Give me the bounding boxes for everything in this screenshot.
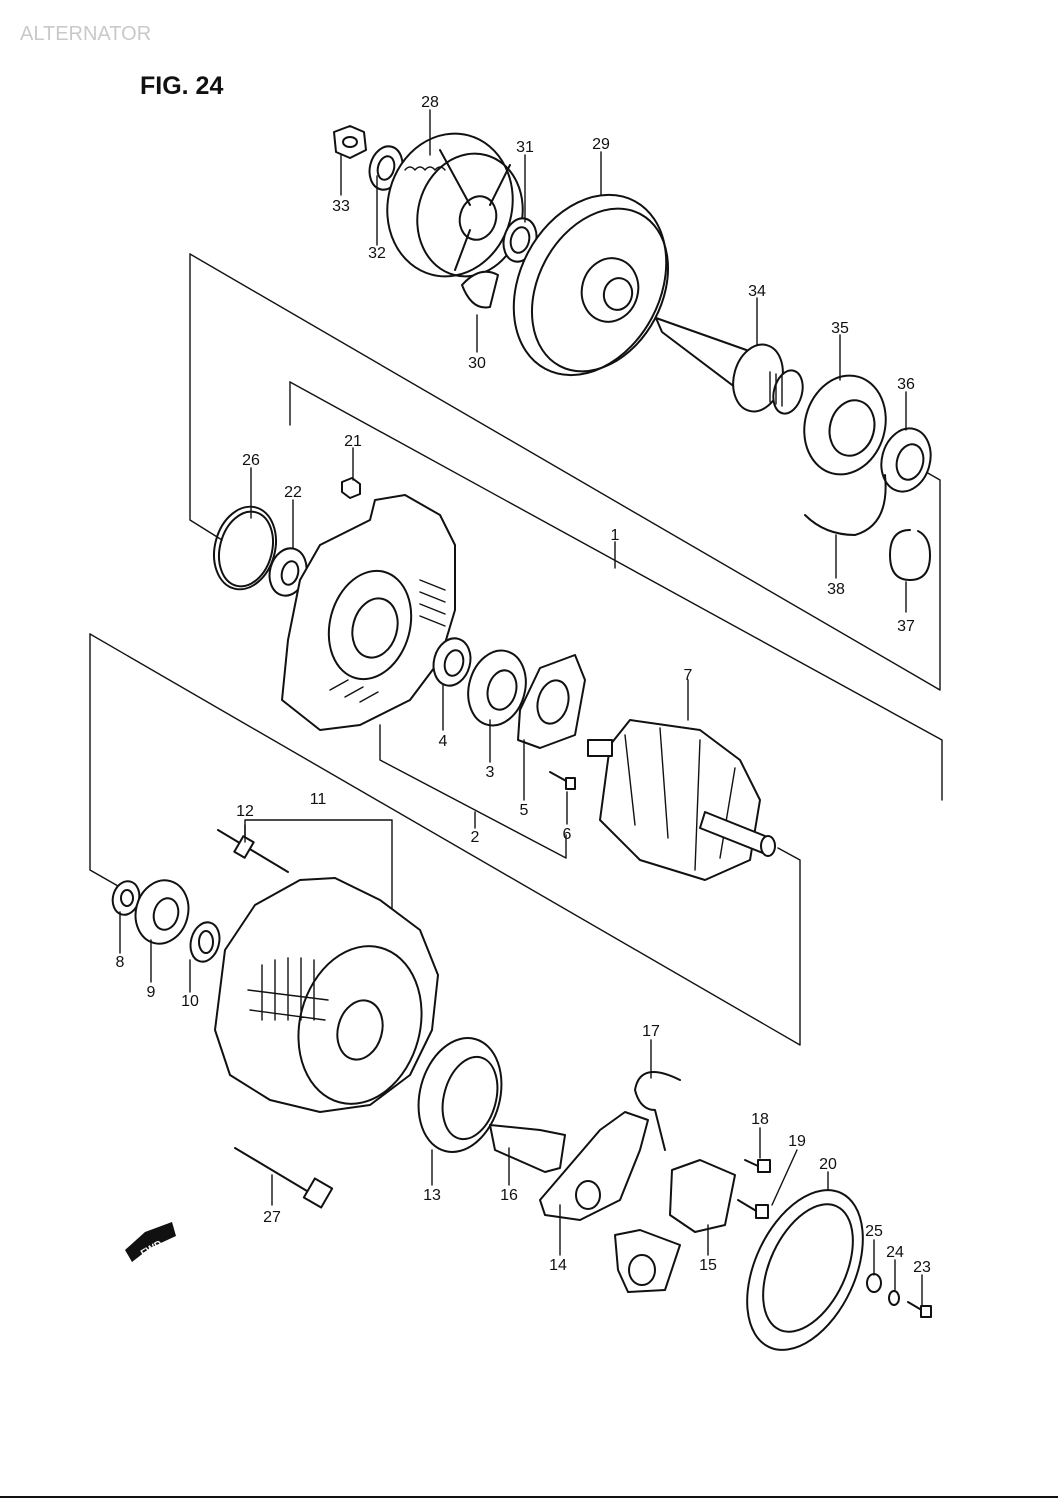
label-27: 27 — [263, 1209, 281, 1226]
label-15: 15 — [699, 1257, 717, 1274]
leader-lines — [119, 109, 923, 1306]
label-18: 18 — [751, 1111, 769, 1128]
label-29: 29 — [592, 136, 610, 153]
nut-21 — [341, 477, 361, 499]
washer-25 — [866, 1273, 882, 1293]
bearing-22 — [268, 547, 308, 597]
label-23: 23 — [913, 1259, 931, 1276]
label-36: 36 — [897, 376, 915, 393]
o-ring-26 — [213, 505, 277, 591]
part-labels: 28 29 31 33 32 30 34 35 36 38 37 26 22 2… — [116, 94, 931, 1276]
figure-number: FIG. 24 — [140, 72, 223, 100]
clutch-hub-28 — [386, 132, 524, 278]
driven-gear-29 — [512, 193, 670, 377]
label-16: 16 — [500, 1187, 518, 1204]
damper-30 — [461, 270, 499, 309]
shaft-34 — [655, 317, 804, 415]
label-12: 12 — [236, 803, 254, 820]
label-13: 13 — [423, 1187, 441, 1204]
screw-6 — [549, 771, 576, 790]
label-35: 35 — [831, 320, 849, 337]
group-bracket-2 — [89, 633, 801, 1046]
lead-wire-17 — [634, 1071, 681, 1151]
bolt-12 — [217, 829, 289, 873]
label-9: 9 — [147, 984, 156, 1001]
label-26: 26 — [242, 452, 260, 469]
label-3: 3 — [486, 764, 495, 781]
bearing-35 — [803, 374, 887, 476]
stator-housing-11 — [214, 877, 439, 1113]
rectifier-13 — [417, 1037, 503, 1153]
page-header-title: ALTERNATOR — [20, 23, 151, 45]
label-31: 31 — [516, 139, 534, 156]
regulator-15 — [669, 1159, 736, 1233]
seal-10 — [189, 921, 221, 963]
label-38: 38 — [827, 581, 845, 598]
nut-33 — [333, 125, 367, 159]
label-1: 1 — [611, 527, 620, 544]
label-4: 4 — [439, 733, 448, 750]
rear-cover-20 — [746, 1189, 864, 1351]
label-19: 19 — [788, 1133, 806, 1150]
label-33: 33 — [332, 198, 350, 215]
group-bracket-rotor — [289, 381, 943, 801]
label-17: 17 — [642, 1023, 660, 1040]
label-5: 5 — [520, 802, 529, 819]
bushing-14b — [614, 1229, 681, 1293]
brush-holder-16 — [489, 1124, 566, 1173]
bolt-27 — [234, 1147, 334, 1209]
fwd-arrow-icon: FWD — [125, 1222, 176, 1262]
oil-seal-36 — [880, 427, 932, 493]
label-8: 8 — [116, 954, 125, 971]
label-32: 32 — [368, 245, 386, 262]
label-7: 7 — [684, 667, 693, 684]
label-25: 25 — [865, 1223, 883, 1240]
label-24: 24 — [886, 1244, 904, 1261]
nut-24 — [888, 1290, 900, 1306]
retainer-5 — [517, 654, 586, 749]
rotor-7 — [587, 719, 776, 881]
label-21: 21 — [344, 433, 362, 450]
bolt-23 — [907, 1301, 932, 1318]
label-34: 34 — [748, 283, 766, 300]
label-30: 30 — [468, 355, 486, 372]
label-28: 28 — [421, 94, 439, 111]
seal-4 — [432, 637, 472, 687]
circlip-37 — [889, 529, 931, 581]
circlip-38 — [804, 474, 887, 536]
front-housing-2 — [281, 494, 456, 731]
label-37: 37 — [897, 618, 915, 635]
bearing-9 — [134, 879, 190, 945]
label-20: 20 — [819, 1156, 837, 1173]
label-10: 10 — [181, 993, 199, 1010]
terminal-plate-14 — [539, 1111, 649, 1221]
label-11: 11 — [310, 791, 327, 808]
screw-19 — [737, 1199, 769, 1219]
label-22: 22 — [284, 484, 302, 501]
label-6: 6 — [563, 826, 572, 843]
label-14: 14 — [549, 1257, 567, 1274]
screw-18 — [744, 1159, 771, 1173]
label-2: 2 — [471, 829, 480, 846]
bearing-3 — [467, 649, 527, 727]
